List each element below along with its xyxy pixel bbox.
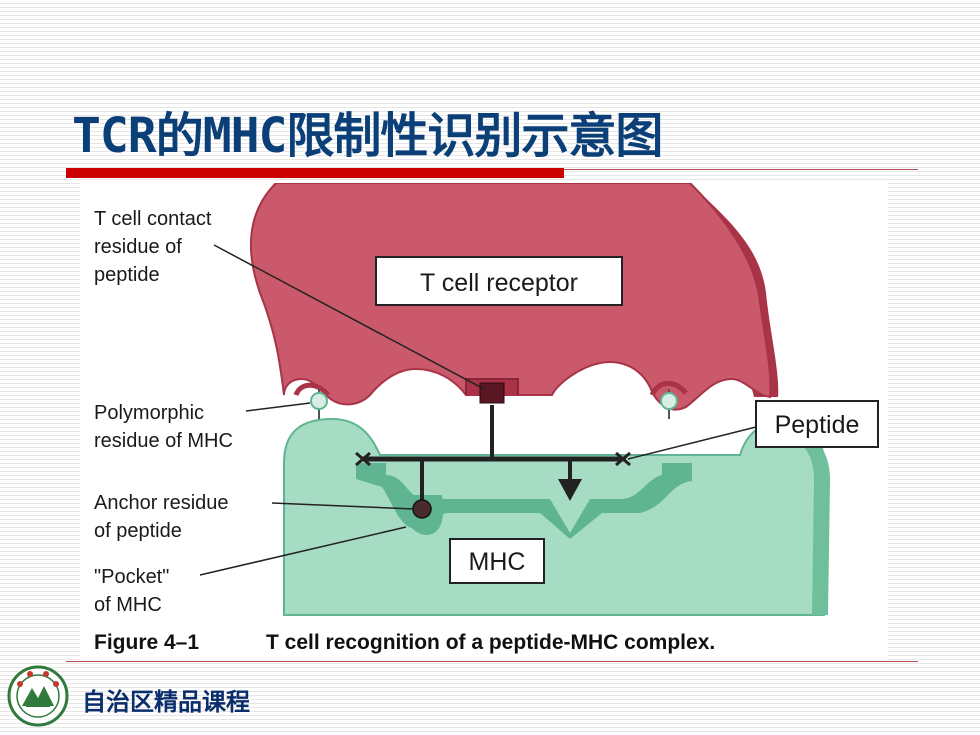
footer-divider-line (66, 661, 918, 662)
title-divider-line (564, 169, 918, 170)
polymorphic-residue-left (310, 392, 328, 410)
mhc-box (449, 538, 545, 584)
figure-image: T cell receptor Peptide MHC T cell conta… (80, 183, 888, 660)
tcr-contact-label-line3: peptide (94, 264, 160, 286)
slide-title: TCR的MHC限制性识别示意图 (72, 108, 663, 164)
footer-course-label: 自治区精品课程 (82, 688, 250, 716)
peptide-groove (356, 463, 692, 539)
anchor-residue (412, 499, 432, 519)
t-cell-receptor-label: T cell receptor (420, 269, 578, 297)
title-accent-bar (66, 168, 564, 178)
peptide (355, 405, 631, 519)
polymorphic-leader (245, 402, 311, 412)
pocket-leader (199, 526, 407, 576)
tcr-contact-label-line1: T cell contact (94, 208, 212, 230)
tcr-left-lobe-rim (293, 382, 330, 397)
polymorphic-label-line1: Polymorphic (94, 402, 204, 424)
polymorphic-label-line2: residue of MHC (94, 430, 233, 452)
tcr-right-lobe-rim (649, 381, 688, 397)
peptide-leader (627, 426, 757, 460)
peptide-label: Peptide (775, 411, 860, 439)
mhc-label: MHC (469, 548, 526, 576)
figure-caption: T cell recognition of a peptide-MHC comp… (266, 631, 715, 654)
anchor-leader (271, 502, 415, 510)
pocket-label-line2: of MHC (94, 594, 162, 616)
pocket-label-line1: "Pocket" (94, 566, 169, 588)
university-seal-icon (7, 665, 69, 727)
polymorphic-residue-right (660, 392, 678, 410)
anchor-label-line1: Anchor residue (94, 492, 229, 514)
tcr-contact-leader (213, 244, 485, 390)
tcr-contact-label-line2: residue of (94, 236, 182, 258)
groove-side-chain-tip (558, 479, 582, 501)
t-cell-receptor-box (375, 256, 623, 306)
mhc-right-rim (768, 425, 831, 615)
peptide-box (755, 400, 879, 448)
anchor-label-line2: of peptide (94, 520, 182, 542)
tcr-mhc-diagram: T cell receptor Peptide MHC T cell conta… (94, 183, 879, 654)
mhc-molecule (283, 417, 831, 616)
figure-number: Figure 4–1 (94, 631, 199, 654)
tcr-contact-residue (479, 382, 505, 404)
